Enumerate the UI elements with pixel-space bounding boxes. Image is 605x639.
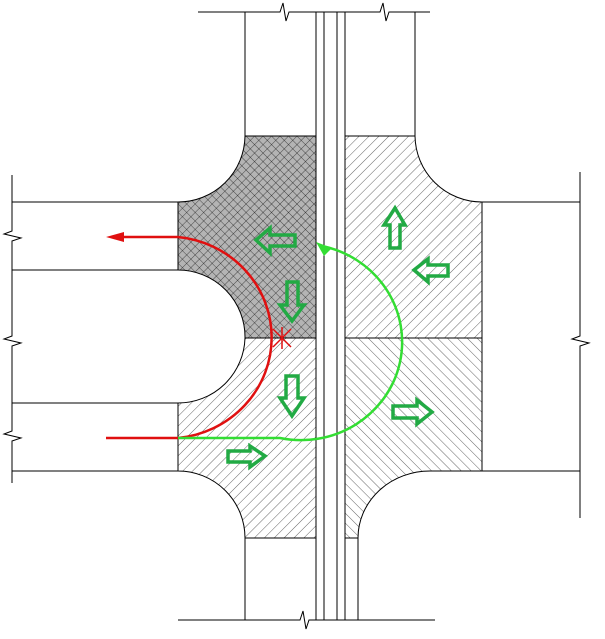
break-line-icon [2, 2, 591, 630]
conflict-point-icon [272, 327, 292, 349]
left-turn-arrowhead [106, 232, 124, 242]
flow-arrow-right [391, 396, 435, 428]
flow-arrow-right [226, 442, 269, 471]
flow-arrow-left [253, 224, 297, 258]
u-turn-arrowhead [316, 242, 332, 256]
flow-arrow-down [276, 374, 308, 420]
left-turn-path [106, 235, 273, 440]
flow-arrow-left [411, 255, 450, 286]
conflict-zone-northwest [177, 135, 317, 339]
zone-northeast [344, 135, 483, 339]
flow-arrow-up [380, 204, 409, 250]
u-turn-path [178, 244, 404, 442]
flow-arrow-down [276, 280, 308, 324]
zone-southeast [344, 337, 483, 539]
road-edges [12, 12, 580, 620]
